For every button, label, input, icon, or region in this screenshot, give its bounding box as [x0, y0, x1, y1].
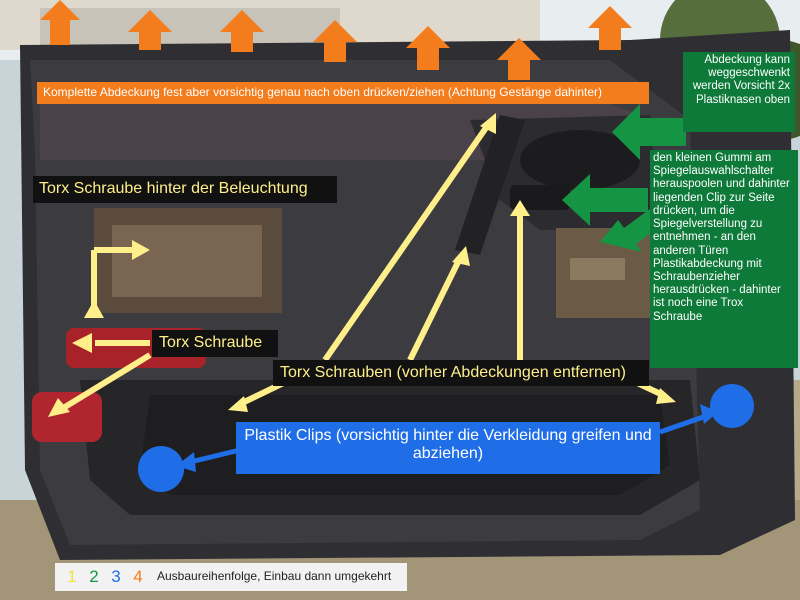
- handle-recess: [520, 130, 640, 190]
- yellow-label-torx-light: Torx Schraube hinter der Beleuchtung: [33, 176, 337, 203]
- yellow-arrow-line: [58, 352, 152, 413]
- yellow-arrowhead-icon: [480, 113, 496, 134]
- green-arrow-icon: [600, 206, 666, 252]
- orange-banner-label: Komplette Abdeckung fest aber vorsichtig…: [37, 82, 649, 104]
- yellow-arrowhead-icon: [72, 333, 92, 353]
- orange-arrow-icon: [497, 38, 541, 80]
- legend-number-2: 2: [89, 567, 99, 587]
- yellow-label-torx-multi: Torx Schrauben (vorher Abdeckungen entfe…: [273, 360, 649, 386]
- blue-arrowhead-icon: [700, 404, 718, 424]
- legend-text: Ausbaureihenfolge, Einbau dann umgekehrt: [157, 569, 392, 584]
- yellow-label-torx: Torx Schraube: [152, 330, 278, 357]
- orange-arrow-icon: [313, 20, 357, 62]
- mirror-switch: [510, 185, 570, 210]
- yellow-arrowhead-icon: [510, 200, 530, 216]
- orange-arrow-icon: [406, 26, 450, 70]
- yellow-arrowhead-icon: [48, 398, 70, 417]
- yellow-arrowhead-icon: [452, 246, 470, 266]
- orange-up-arrows: [40, 0, 632, 80]
- blue-clip-dot: [138, 446, 184, 492]
- orange-arrow-icon: [40, 0, 80, 45]
- green-note-cover: Abdeckung kann weggeschwenkt werden Vors…: [683, 52, 795, 132]
- legend: 1 2 3 4 Ausbaureihenfolge, Einbau dann u…: [55, 563, 407, 591]
- green-left-arrows: [562, 104, 686, 252]
- yellow-arrowhead-icon: [228, 396, 248, 412]
- grab-handle: [455, 115, 525, 255]
- yellow-arrowhead-icon: [656, 388, 676, 404]
- green-arrow-icon: [562, 174, 648, 226]
- blue-label-plastic-clips: Plastik Clips (vorsichtig hinter die Ver…: [236, 422, 660, 474]
- yellow-arrow-line: [407, 256, 463, 362]
- orange-arrow-icon: [220, 10, 264, 52]
- green-arrow-icon: [612, 104, 686, 160]
- reflector-light-detached: [32, 392, 102, 442]
- inset-photo-clip-detail: [570, 258, 625, 280]
- building-window: [40, 8, 340, 48]
- legend-number-4: 4: [133, 567, 143, 587]
- legend-number-1: 1: [67, 567, 77, 587]
- yellow-arrow-line: [322, 120, 493, 362]
- yellow-arrowheads: [48, 113, 676, 417]
- legend-number-3: 3: [111, 567, 121, 587]
- yellow-arrowhead-icon: [84, 300, 104, 318]
- blue-clip-markers: [138, 384, 754, 492]
- orange-arrow-icon: [128, 10, 172, 50]
- yellow-arrowhead-icon: [132, 240, 150, 260]
- orange-arrow-icon: [588, 6, 632, 50]
- inset-photo-detail: [112, 225, 262, 297]
- blue-clip-dot: [710, 384, 754, 428]
- green-note-mirror-switch: den kleinen Gummi am Spiegelauswahlschal…: [650, 150, 798, 368]
